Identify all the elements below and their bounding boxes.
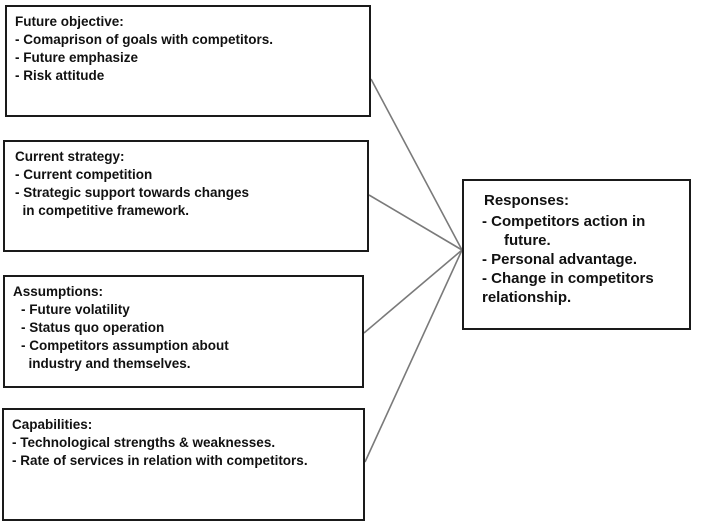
- responses-title: Responses:: [484, 192, 570, 209]
- assumptions-item: - Competitors assumption about: [21, 338, 229, 353]
- responses-item-continuation: relationship.: [482, 289, 572, 306]
- future-objective-item: - Risk attitude: [15, 68, 105, 83]
- assumptions-item: - Future volatility: [21, 302, 130, 317]
- responses-item: - Change in competitors: [482, 270, 654, 287]
- current-strategy-title: Current strategy:: [15, 149, 125, 164]
- current-strategy-item: - Current competition: [15, 167, 153, 182]
- current-strategy-box: Current strategy: - Current competition …: [3, 140, 369, 252]
- responses-item: - Personal advantage.: [482, 251, 638, 268]
- future-objective-title: Future objective:: [15, 14, 124, 29]
- future-objective-box: Future objective: - Comaprison of goals …: [5, 5, 371, 117]
- current-strategy-item: - Strategic support towards changes: [15, 185, 250, 200]
- connector-strategy: [368, 194, 463, 251]
- capabilities-box: Capabilities: - Technological strengths …: [2, 408, 365, 521]
- connector-capabilities: [364, 249, 463, 463]
- future-objective-item: - Comaprison of goals with competitors.: [15, 32, 274, 47]
- assumptions-item: - Status quo operation: [21, 320, 165, 335]
- assumptions-box: Assumptions: - Future volatility - Statu…: [3, 275, 364, 388]
- capabilities-item: - Technological strengths & weaknesses.: [12, 435, 276, 450]
- capabilities-title: Capabilities:: [12, 417, 93, 432]
- responses-item-continuation: future.: [504, 232, 551, 249]
- responses-item: - Competitors action in: [482, 213, 646, 230]
- assumptions-item: industry and themselves.: [21, 356, 191, 371]
- connector-objective: [370, 78, 463, 251]
- capabilities-item: - Rate of services in relation with comp…: [12, 453, 308, 468]
- future-objective-item: - Future emphasize: [15, 50, 139, 65]
- connector-assumptions: [363, 249, 463, 334]
- responses-box: Responses: - Competitors action in futur…: [462, 179, 691, 330]
- assumptions-title: Assumptions:: [13, 284, 104, 299]
- current-strategy-item: in competitive framework.: [15, 203, 190, 218]
